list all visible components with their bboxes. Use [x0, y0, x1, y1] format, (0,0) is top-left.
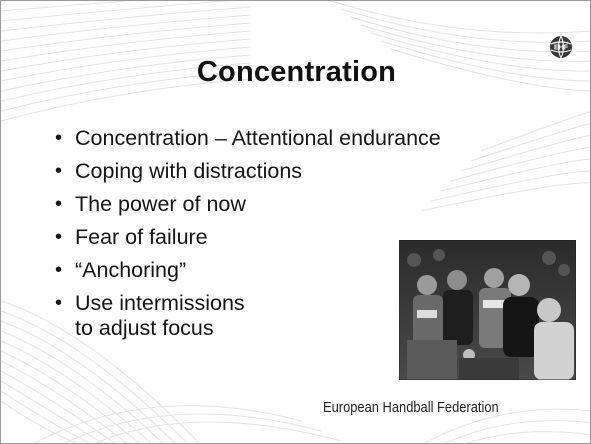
- slide-title: Concentration: [196, 56, 397, 88]
- bullet-marker: •: [55, 226, 63, 248]
- bullet-text: Concentration – Attentional endurance: [75, 126, 441, 150]
- bullet-text: “Anchoring”: [75, 258, 187, 282]
- bullet-item-distractions: • Coping with distractions: [51, 159, 441, 184]
- bullet-text: Coping with distractions: [75, 159, 303, 183]
- team-huddle-photo: [399, 240, 576, 380]
- bullet-text: Use intermissions to adjust focus: [75, 291, 245, 340]
- bullet-marker: •: [55, 160, 63, 182]
- bullet-item-intermissions: • Use intermissions to adjust focus: [51, 291, 441, 341]
- bullet-item-power-of-now: • The power of now: [51, 192, 441, 217]
- ehf-logo-icon: EHF: [550, 35, 572, 59]
- bullet-list: • Concentration – Attentional endurance •…: [51, 126, 441, 349]
- bullet-marker: •: [55, 259, 63, 281]
- bullet-item-fear-of-failure: • Fear of failure: [51, 225, 441, 250]
- bullet-marker: •: [55, 292, 63, 314]
- footer-federation-name: European Handball Federation: [323, 399, 499, 416]
- bullet-marker: •: [55, 193, 63, 215]
- bullet-text: The power of now: [75, 192, 246, 216]
- bullet-text: Fear of failure: [75, 225, 208, 249]
- bullet-marker: •: [55, 127, 63, 149]
- bullet-item-anchoring: • “Anchoring”: [51, 258, 441, 283]
- bullet-item-concentration: • Concentration – Attentional endurance: [51, 126, 441, 151]
- logo-lettering: EHF: [554, 45, 569, 52]
